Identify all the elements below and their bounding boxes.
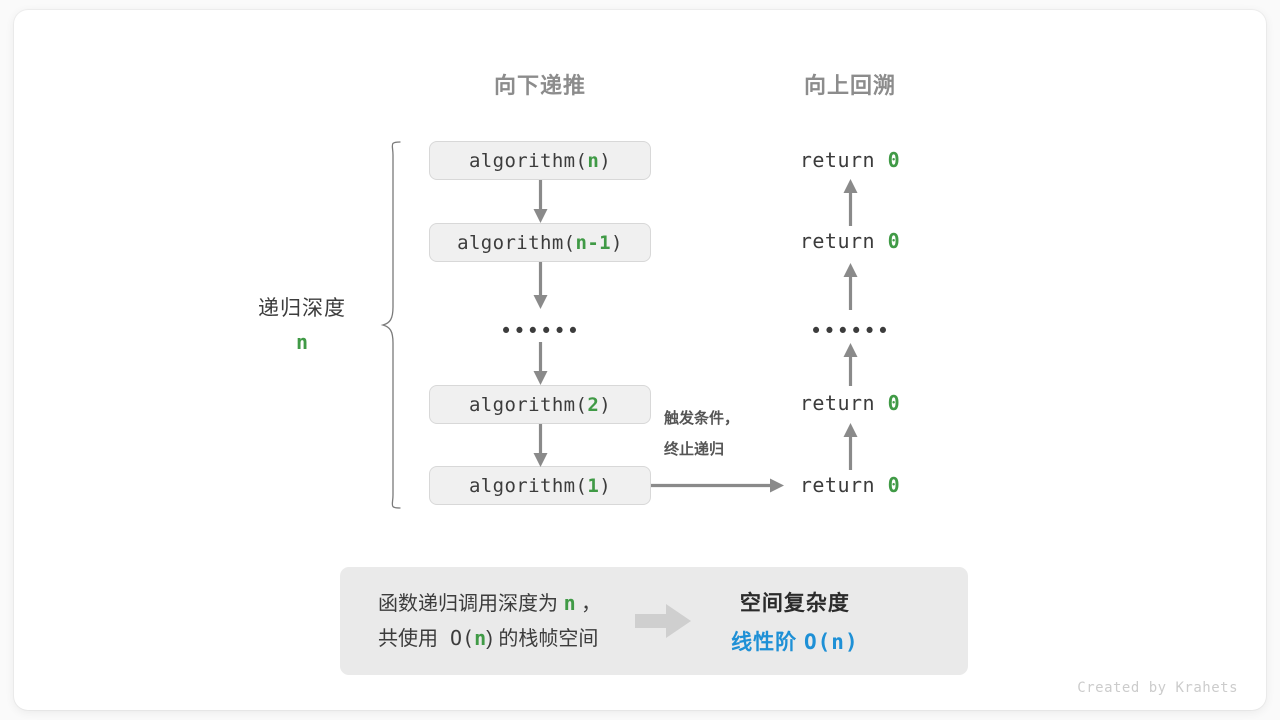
column-header-down: 向下递推 xyxy=(493,73,587,98)
up-arrow-4 xyxy=(843,423,858,470)
call-box-suffix: ) xyxy=(599,474,612,497)
call-box-suffix: ) xyxy=(599,393,612,416)
return-label-1: return 0 xyxy=(800,148,900,172)
complexity-order-name: 线性阶 xyxy=(731,630,805,654)
recursion-depth-value: n xyxy=(295,330,309,354)
up-arrow-1 xyxy=(843,179,858,226)
call-box-prefix: algorithm( xyxy=(468,393,588,416)
call-box-n-minus-1[interactable]: algorithm(n-1) xyxy=(429,223,651,262)
return-keyword: return xyxy=(799,148,888,172)
call-box-param: n xyxy=(587,149,600,172)
call-box-prefix: algorithm( xyxy=(468,149,588,172)
complexity-notation: O(n) xyxy=(804,629,859,654)
recursion-depth-brace xyxy=(380,141,401,509)
down-arrow-2 xyxy=(533,262,548,309)
return-label-2: return 0 xyxy=(800,229,900,253)
return-value: 0 xyxy=(887,473,901,497)
complexity-summary-panel: 函数递归调用深度为 n ， 共使用 O(n) 的栈帧空间 空间复杂度 线性阶 O… xyxy=(340,567,968,675)
summary-line-1: 函数递归调用深度为 n ， xyxy=(378,586,601,621)
return-keyword: return xyxy=(799,473,888,497)
return-label-3: return 0 xyxy=(800,391,900,415)
summary-line1-a: 函数递归调用深度为 xyxy=(378,593,564,615)
figure-canvas: 向下递推 向上回溯 递归深度 n algorithm(n) algorithm(… xyxy=(14,10,1266,710)
call-box-prefix: algorithm( xyxy=(457,231,576,254)
down-arrow-4 xyxy=(533,424,548,467)
down-arrow-3 xyxy=(533,342,548,385)
call-box-suffix: ) xyxy=(611,231,623,254)
return-label-4: return 0 xyxy=(800,473,900,497)
summary-conclusion: 空间复杂度 线性阶 O(n) xyxy=(731,587,858,656)
call-box-n[interactable]: algorithm(n) xyxy=(429,141,651,180)
call-box-param: 1 xyxy=(587,474,600,497)
summary-line-2: 共使用 O(n) 的栈帧空间 xyxy=(378,621,601,656)
recursion-depth-text: 递归深度 xyxy=(258,297,346,320)
trigger-note-line2: 终止递归 xyxy=(664,441,725,458)
trigger-note-line1: 触发条件， xyxy=(664,410,740,427)
call-box-suffix: ) xyxy=(599,149,612,172)
summary-arrow-icon xyxy=(635,604,692,638)
summary-line1-n: n xyxy=(563,591,576,615)
return-value: 0 xyxy=(887,391,901,415)
summary-line1-c: ， xyxy=(575,593,602,615)
return-keyword: return xyxy=(799,391,888,415)
summary-line2-n: n xyxy=(474,626,487,650)
trigger-condition-note: 触发条件， 终止递归 xyxy=(664,403,739,465)
summary-line2-c: ) 的栈帧空间 xyxy=(486,628,599,650)
up-arrow-3 xyxy=(843,343,858,386)
down-arrow-1 xyxy=(533,180,548,223)
summary-description: 函数递归调用深度为 n ， 共使用 O(n) 的栈帧空间 xyxy=(378,586,601,656)
return-keyword: return xyxy=(799,229,888,253)
credit-text: Created by Krahets xyxy=(1077,680,1238,696)
recursion-depth-label: 递归深度 n xyxy=(258,292,346,354)
return-ellipsis: •••••• xyxy=(809,319,891,343)
call-box-prefix: algorithm( xyxy=(468,474,588,497)
summary-line2-a: 共使用 O( xyxy=(378,626,475,650)
call-box-param: n-1 xyxy=(575,231,612,254)
call-box-param: 2 xyxy=(587,393,600,416)
column-header-up: 向上回溯 xyxy=(803,73,897,98)
base-case-arrow xyxy=(651,478,784,493)
up-arrow-2 xyxy=(843,263,858,310)
return-value: 0 xyxy=(887,148,901,172)
space-complexity-value: 线性阶 O(n) xyxy=(731,626,858,656)
call-stack-ellipsis: •••••• xyxy=(499,319,581,343)
return-value: 0 xyxy=(887,229,901,253)
call-box-2[interactable]: algorithm(2) xyxy=(429,385,651,424)
space-complexity-title: 空间复杂度 xyxy=(739,591,850,615)
call-box-1[interactable]: algorithm(1) xyxy=(429,466,651,505)
